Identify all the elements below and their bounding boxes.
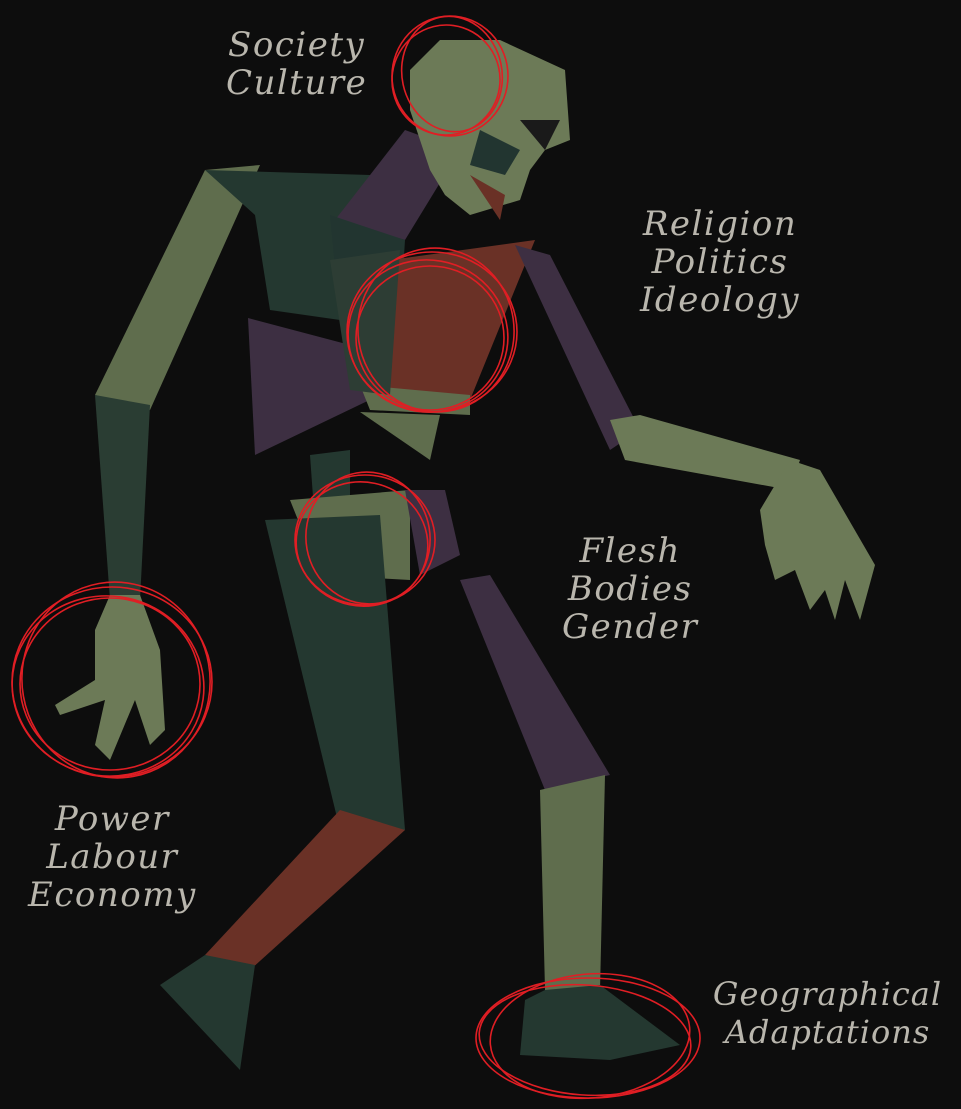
label-line: Society [226,26,367,64]
label-line: Politics [640,243,800,281]
label-line: Economy [28,876,197,914]
label-line: Ideology [640,281,800,319]
label-line: Flesh [562,532,698,570]
label-religion-politics-ideology: Religion Politics Ideology [640,205,800,319]
right-hand [760,460,875,620]
left-hand [55,595,165,760]
label-line: Geographical [700,975,955,1013]
label-line: Bodies [562,570,698,608]
label-line: Labour [28,838,197,876]
label-power-labour-economy: Power Labour Economy [28,800,197,914]
label-geographical-adaptations: Geographical Adaptations [700,975,955,1051]
label-flesh-bodies-gender: Flesh Bodies Gender [562,532,698,646]
right-foot [520,985,680,1060]
left-leg [160,515,405,1070]
label-line: Culture [226,64,367,102]
label-line: Power [28,800,197,838]
left-foot [160,955,255,1070]
label-line: Adaptations [700,1013,955,1051]
label-line: Religion [640,205,800,243]
label-line: Gender [562,608,698,646]
label-society-culture: Society Culture [226,26,367,102]
head [410,40,570,220]
left-arm [55,165,260,760]
